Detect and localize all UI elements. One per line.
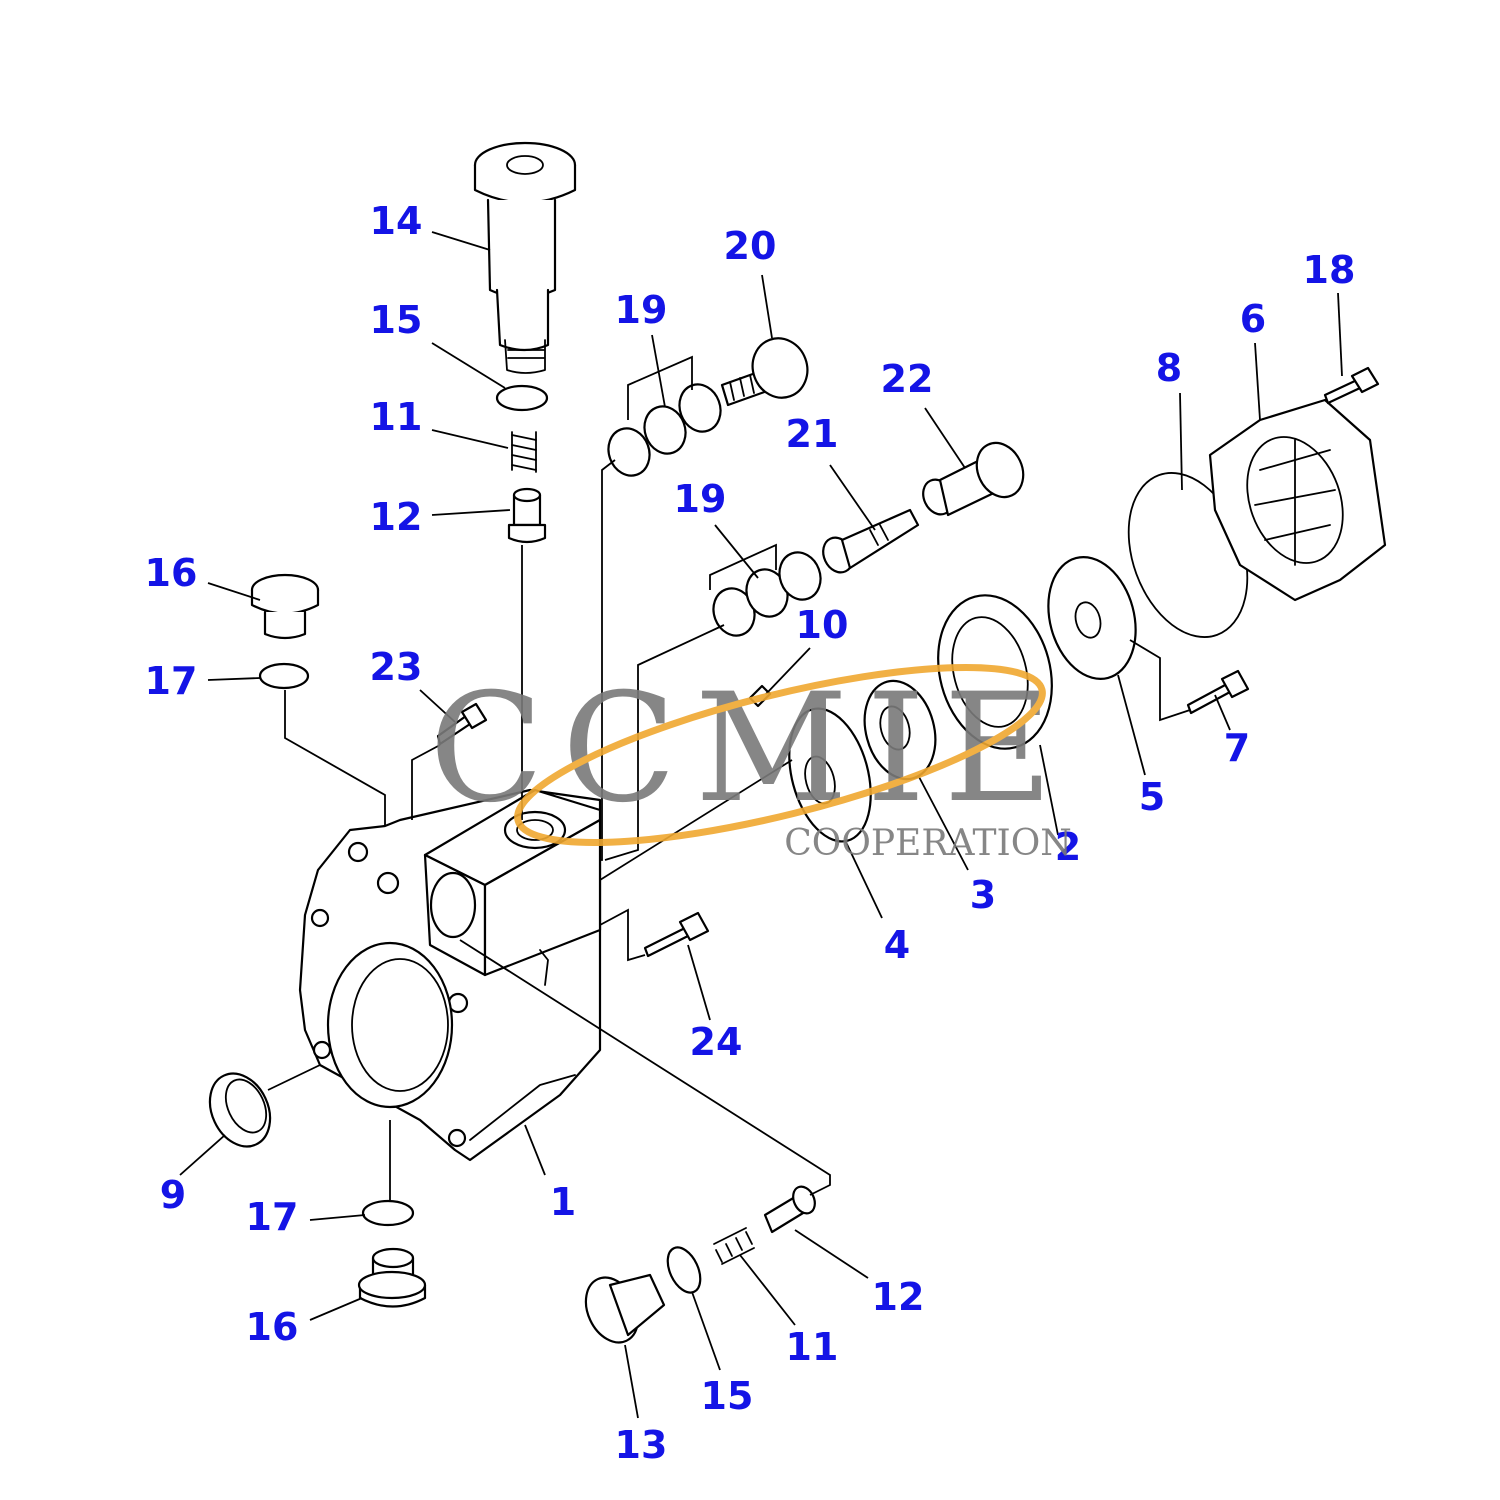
part-15-ring-bottom <box>666 1246 702 1294</box>
callout-8: 8 <box>1156 346 1182 390</box>
part-21-valve <box>822 508 920 574</box>
callout-19: 19 <box>674 477 727 521</box>
callout-6: 6 <box>1240 297 1266 341</box>
callout-5: 5 <box>1139 775 1165 819</box>
callout-17: 17 <box>246 1195 299 1239</box>
part-14-strainer <box>473 141 577 374</box>
watermark-letters: CCMIE <box>429 662 1071 836</box>
callout-16: 16 <box>145 551 198 595</box>
watermark-swoosh <box>514 664 1046 846</box>
part-20-fitting <box>720 337 809 407</box>
callout-3: 3 <box>970 873 996 917</box>
callout-7: 7 <box>1224 726 1250 770</box>
part-24-bolt <box>643 911 710 958</box>
callout-14: 14 <box>370 199 423 243</box>
callout-11: 11 <box>786 1325 839 1369</box>
leader-line <box>599 759 793 881</box>
leader-line <box>411 744 441 820</box>
pump-housing <box>298 788 602 1162</box>
leader-line <box>267 1064 321 1091</box>
callout-15: 15 <box>370 298 423 342</box>
leader-line <box>459 939 831 1196</box>
callout-10: 10 <box>796 603 849 647</box>
part-17-ring-bottom <box>361 1199 415 1227</box>
part-12-valve-top <box>507 487 547 544</box>
leader-line <box>599 908 646 962</box>
part-18-bolt <box>1323 366 1380 405</box>
callout-12: 12 <box>872 1275 925 1319</box>
callout-22: 22 <box>881 357 934 401</box>
callout-18: 18 <box>1303 248 1356 292</box>
callout-23: 23 <box>370 645 423 689</box>
part-16-plug-bottom <box>357 1247 427 1308</box>
part-11-spring-bottom <box>713 1227 755 1265</box>
callout-labels: 14 15 11 12 16 17 23 19 20 19 21 22 10 8… <box>145 199 1356 1467</box>
callout-13: 13 <box>615 1423 668 1467</box>
part-5-plate <box>1047 556 1137 680</box>
part-16-plug-top <box>250 573 320 640</box>
leader-line <box>604 624 725 861</box>
leader-line <box>1129 639 1191 722</box>
callout-2: 2 <box>1055 825 1081 869</box>
part-11-spring-top <box>511 431 537 473</box>
part-19-rings-b <box>712 551 822 637</box>
part-19-rings-a <box>607 383 722 477</box>
callout-leaders <box>179 231 1343 1419</box>
part-17-ring-top <box>258 662 310 690</box>
callout-12: 12 <box>370 495 423 539</box>
watermark: CCMIE COOPERATION <box>429 662 1072 864</box>
leader-line <box>627 355 693 420</box>
callout-24: 24 <box>690 1020 743 1064</box>
part-9-seal <box>208 1072 272 1148</box>
part-23-bolt <box>436 702 488 746</box>
part-12-valve-bottom <box>763 1185 816 1234</box>
callout-17: 17 <box>145 659 198 703</box>
part-13-plug <box>584 1273 666 1344</box>
part-7-bolt <box>1186 669 1250 715</box>
callout-4: 4 <box>884 923 910 967</box>
callout-21: 21 <box>786 412 839 456</box>
callout-11: 11 <box>370 395 423 439</box>
callout-1: 1 <box>550 1180 576 1224</box>
leader-line <box>284 690 386 826</box>
watermark-subtitle: COOPERATION <box>784 823 1071 864</box>
part-22-fitting <box>922 441 1025 517</box>
callout-15: 15 <box>701 1374 754 1418</box>
callout-9: 9 <box>160 1173 186 1217</box>
callout-19: 19 <box>615 288 668 332</box>
callout-20: 20 <box>724 224 777 268</box>
part-6-cover <box>1208 398 1387 602</box>
part-15-ring-top <box>495 384 549 412</box>
callout-16: 16 <box>246 1305 299 1349</box>
leader-line <box>600 459 616 861</box>
